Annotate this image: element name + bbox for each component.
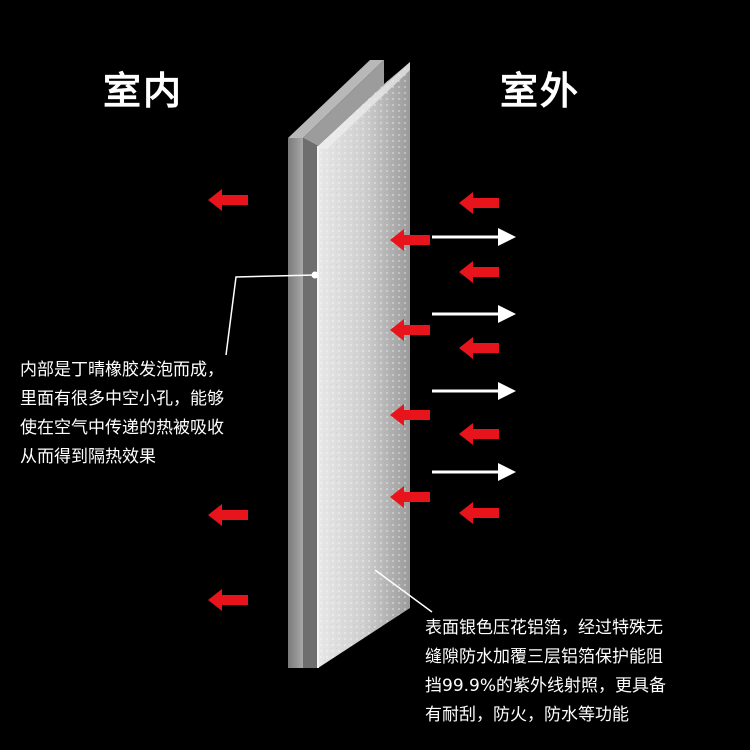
foam-description-line: 内部是丁晴橡胶发泡而成， [20,360,224,380]
red-heat-arrow [459,192,499,214]
red-heat-arrow [208,589,248,611]
white-reflect-arrows [432,228,516,481]
foam-description-line: 里面有很多中空小孔，能够 [20,389,224,409]
foam-description: 内部是丁晴橡胶发泡而成， 里面有很多中空小孔，能够 使在空气中传递的热被吸收 从… [20,356,224,472]
white-reflect-arrow [432,305,516,323]
red-heat-arrow [208,504,248,526]
foam-description-line: 使在空气中传递的热被吸收 [20,418,224,438]
foam-description-line: 从而得到隔热效果 [20,447,156,467]
red-heat-arrow [390,404,430,426]
red-heat-arrow [459,337,499,359]
red-heat-arrow [459,423,499,445]
foil-leader-line [374,569,433,613]
foam-leader-line [225,274,316,356]
red-heat-arrow [459,502,499,524]
white-reflect-arrow [432,228,516,246]
foil-description-line: 缝隙防水加覆三层铝箔保护能阻 [425,647,663,667]
aluminum-foil-layer [317,62,410,668]
foil-description-line: 挡99.9%的紫外线射照，更具备 [425,676,667,696]
red-heat-arrow [390,229,430,251]
foil-description-line: 有耐刮，防火，防水等功能 [425,705,629,725]
red-heat-arrow [459,261,499,283]
foil-description: 表面银色压花铝箔，经过特殊无 缝隙防水加覆三层铝箔保护能阻 挡99.9%的紫外线… [425,614,666,730]
red-heat-arrow [390,486,430,508]
white-reflect-arrow [432,382,516,400]
red-heat-arrow [208,189,248,211]
foil-description-line: 表面银色压花铝箔，经过特殊无 [425,618,663,638]
foam-layer [288,60,384,668]
white-reflect-arrow [432,463,516,481]
red-heat-arrows [208,189,499,611]
indoor-label: 室内 [103,69,184,113]
red-heat-arrow [390,319,430,341]
foam-leader-dot [311,271,319,279]
outdoor-label: 室外 [500,69,581,113]
leader-lines [225,271,433,613]
